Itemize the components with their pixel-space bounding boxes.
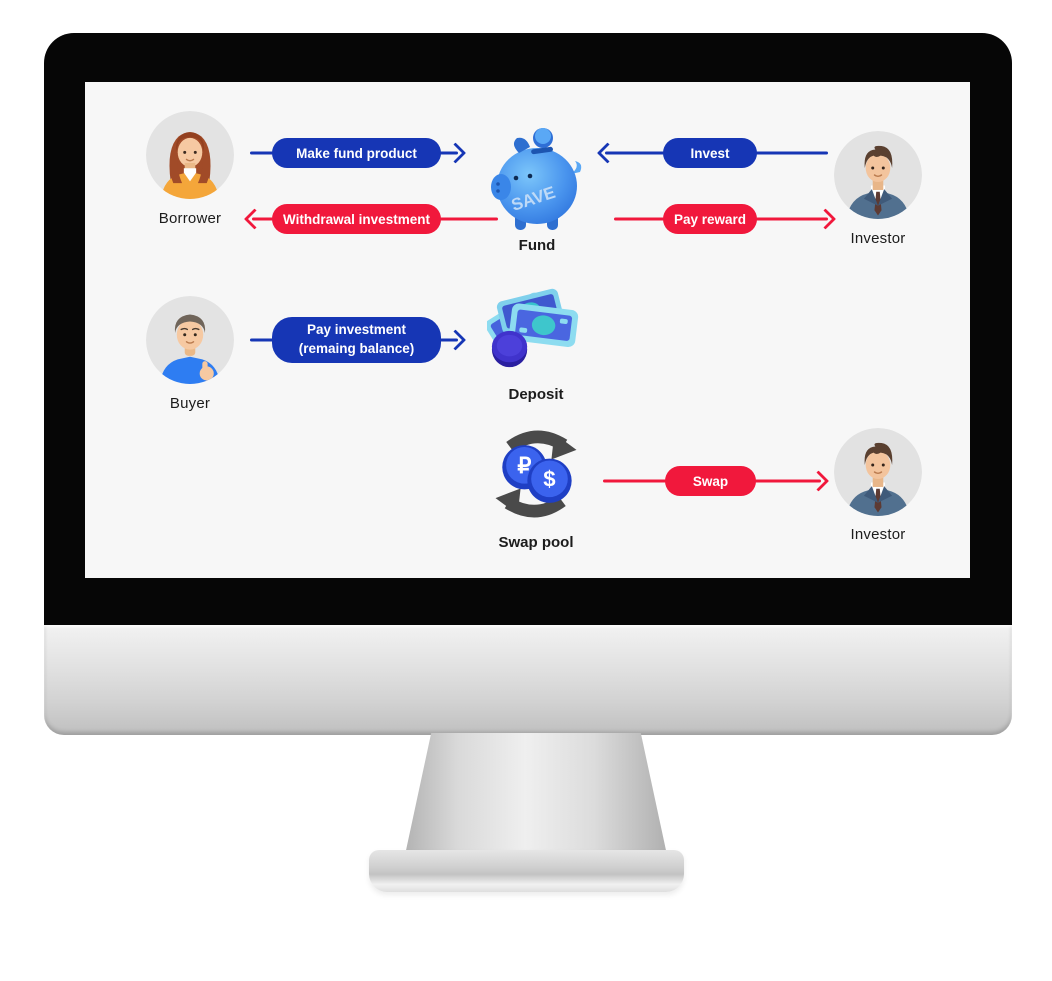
investor-top-avatar-icon [834,131,922,219]
fund-label: Fund [518,237,556,254]
flow-pay-reward: Pay reward [612,204,837,234]
deposit-label: Deposit [508,386,564,403]
swap-pool-icon: ₽ $ [495,430,577,518]
swap-pool-label: Swap pool [498,534,574,551]
arrow-left-icon [596,142,619,164]
flow-invest: Invest [596,138,830,168]
buyer-avatar-icon [146,296,234,384]
swap-pill: Swap [665,466,756,496]
borrower-avatar-icon [146,111,234,199]
investor-bottom-avatar-icon [834,428,922,516]
arrow-right-icon [814,208,837,230]
deposit-money-icon [487,288,579,368]
diagram-screen: Borrower Investor [85,82,970,578]
flow-make-fund-product: Make fund product [248,138,467,168]
flow-swap: Swap [601,466,830,496]
investor-bottom-label: Investor [850,526,906,543]
arrow-right-icon [444,329,467,351]
monitor-stand-foot [369,850,684,892]
make-fund-product-pill: Make fund product [272,138,441,168]
swap-coin-right-symbol: $ [543,467,556,492]
invest-pill: Invest [663,138,757,168]
withdrawal-investment-pill: Withdrawal investment [272,204,441,234]
pay-investment-line2: (remaing balance) [298,341,415,356]
monitor-chin [44,625,1012,735]
borrower-label: Borrower [158,210,222,227]
monitor-bezel: Borrower Investor [44,33,1012,625]
investor-top-label: Investor [850,230,906,247]
swap-coin-left-symbol: ₽ [517,453,531,478]
pay-reward-pill: Pay reward [663,204,757,234]
flow-withdrawal-investment: Withdrawal investment [243,204,500,234]
arrow-right-icon [444,142,467,164]
pay-investment-line1: Pay investment [306,322,407,338]
flow-pay-investment: Pay investment (remaing balance) [248,317,467,363]
arrow-right-icon [807,470,830,492]
pay-investment-pill: Pay investment (remaing balance) [272,317,441,363]
monitor-stand-neck [405,733,667,855]
fund-piggy-bank-icon: SAVE [491,128,582,230]
buyer-label: Buyer [169,395,211,412]
